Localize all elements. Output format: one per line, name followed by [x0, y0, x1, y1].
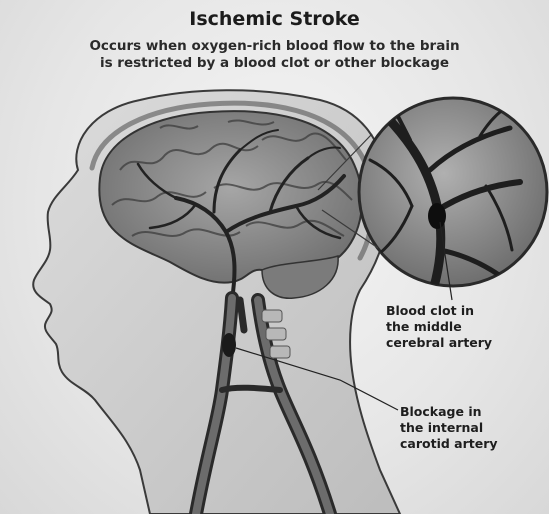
subtitle-line: Occurs when oxygen-rich blood flow to th… — [0, 38, 549, 55]
blood-clot — [428, 203, 446, 229]
callout-line: carotid artery — [400, 436, 498, 452]
callout-carotid-blockage: Blockage in the internal carotid artery — [400, 404, 498, 452]
page-title: Ischemic Stroke — [0, 8, 549, 30]
subtitle-line: is restricted by a blood clot or other b… — [0, 55, 549, 72]
callout-line: the middle — [386, 319, 492, 335]
carotid-blockage — [222, 333, 236, 357]
callout-line: Blood clot in — [386, 303, 492, 319]
subtitle: Occurs when oxygen-rich blood flow to th… — [0, 38, 549, 72]
callout-blood-clot: Blood clot in the middle cerebral artery — [386, 303, 492, 351]
magnified-inset — [359, 98, 547, 300]
callout-line: Blockage in — [400, 404, 498, 420]
callout-line: the internal — [400, 420, 498, 436]
callout-line: cerebral artery — [386, 335, 492, 351]
